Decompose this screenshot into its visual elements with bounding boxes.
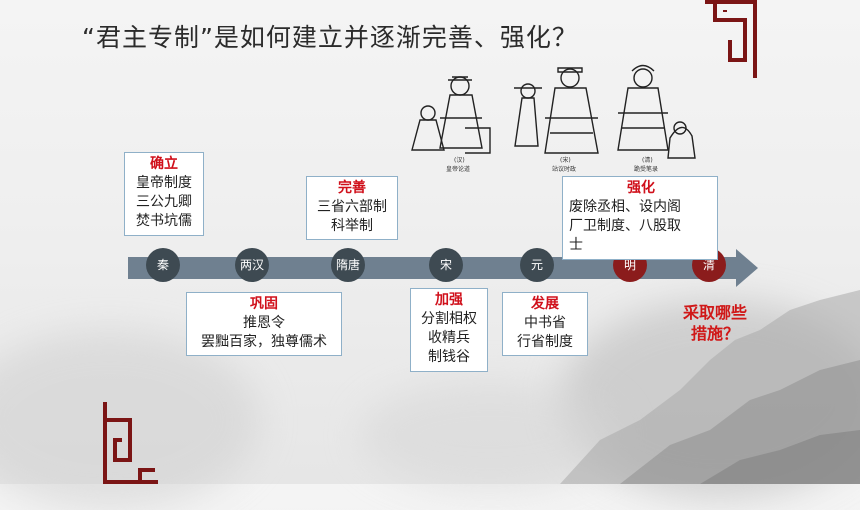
card-line: 厂卫制度、八股取 xyxy=(569,218,681,234)
card-line: 行省制度 xyxy=(517,334,573,350)
illustration-caption: (宋) xyxy=(560,156,571,164)
timeline-node-han: 两汉 xyxy=(235,248,269,282)
card-heading: 强化 xyxy=(627,180,655,196)
emperor-ministers-illustration: (汉) 皇帝论道 (宋) 站议时政 (清) 跪受笔录 xyxy=(411,64,696,173)
card-heading: 确立 xyxy=(150,156,178,172)
fret-corner-ornament xyxy=(705,0,757,78)
card-line: 收精兵 xyxy=(428,330,470,346)
timeline-node-yuan: 元 xyxy=(520,248,554,282)
card-yuan: 发展 中书省 行省制度 xyxy=(502,292,588,356)
card-line: 制钱谷 xyxy=(428,349,470,365)
card-heading: 完善 xyxy=(338,180,366,196)
card-line: 皇帝制度 xyxy=(136,175,192,191)
timeline-node-qin: 秦 xyxy=(146,248,180,282)
card-ming: 强化 废除丞相、设内阁 厂卫制度、八股取 士 xyxy=(562,176,718,260)
illustration-caption: 站议时政 xyxy=(552,165,576,173)
card-line: 三省六部制 xyxy=(317,199,387,215)
card-line: 罢黜百家，独尊儒术 xyxy=(201,334,327,350)
card-line: 科举制 xyxy=(331,218,373,234)
card-line: 分割相权 xyxy=(421,311,477,327)
illustration-caption: 皇帝论道 xyxy=(446,165,470,173)
timeline-arrow-head xyxy=(736,249,758,287)
card-heading: 巩固 xyxy=(250,296,278,312)
card-line: 废除丞相、设内阁 xyxy=(569,199,681,215)
illustration-caption: (清) xyxy=(642,156,653,164)
card-line: 士 xyxy=(569,237,583,253)
fret-corner-ornament xyxy=(103,402,158,484)
card-line: 三公九卿 xyxy=(136,194,192,210)
card-han: 巩固 推恩令 罢黜百家，独尊儒术 xyxy=(186,292,342,356)
card-song: 加强 分割相权 收精兵 制钱谷 xyxy=(410,288,488,372)
card-line: 焚书坑儒 xyxy=(136,213,192,229)
card-heading: 发展 xyxy=(531,296,559,312)
card-heading: 加强 xyxy=(435,292,463,308)
illustration-caption: (汉) xyxy=(454,156,465,164)
card-line: 推恩令 xyxy=(243,315,285,331)
card-line: 中书省 xyxy=(524,315,566,331)
question-line: 采取哪些 xyxy=(682,303,747,322)
card-qin: 确立 皇帝制度 三公九卿 焚书坑儒 xyxy=(124,152,204,236)
timeline-node-song: 宋 xyxy=(429,248,463,282)
card-suitang: 完善 三省六部制 科举制 xyxy=(306,176,398,240)
mountain-painting xyxy=(560,290,860,484)
page-title: “君主专制”是如何建立并逐渐完善、强化？ xyxy=(82,23,578,52)
question-text: 采取哪些 措施？ xyxy=(670,302,760,344)
timeline-node-suitang: 隋唐 xyxy=(331,248,365,282)
question-line: 措施？ xyxy=(690,324,739,343)
illustration-caption: 跪受笔录 xyxy=(634,165,658,173)
